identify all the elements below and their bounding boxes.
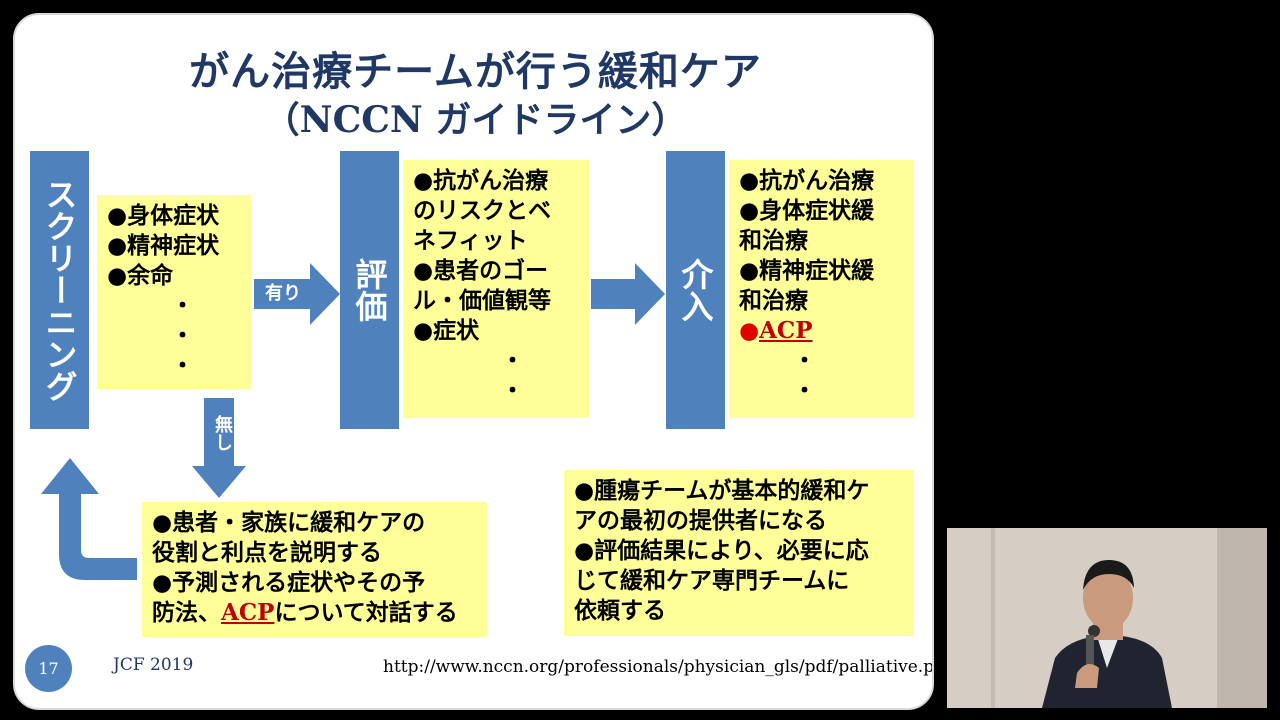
list-item-text: について対話する (274, 599, 458, 626)
list-item: ●身体症状緩 (739, 197, 875, 224)
acp-link[interactable]: ACP (759, 317, 813, 344)
intervention-items-box: ●抗がん治療 ●身体症状緩 和治療 ●精神症状緩 和治療 ●ACP ・ ・ (729, 160, 914, 418)
list-item: ・ (171, 352, 194, 379)
list-item: ・ (171, 292, 194, 319)
list-item: ル・価値観等 (413, 287, 551, 314)
list-item: 和治療 (739, 227, 808, 254)
screening-items-box: ●身体症状 ●精神症状 ●余命 ・ ・ ・ (97, 195, 251, 389)
slide-subtitle: （NCCN ガイドライン） (263, 99, 688, 141)
list-item: ●精神症状 (107, 232, 220, 259)
footer-label: JCF 2019 (113, 655, 194, 675)
patient-family-box: ●患者・家族に緩和ケアの 役割と利点を説明する ●予測される症状やその予 防法、… (142, 502, 487, 637)
speaker-figure-icon (947, 528, 1267, 708)
red-bullet-icon: ● (739, 317, 760, 344)
list-item: ●身体症状 (107, 202, 220, 229)
list-item: ●評価結果により、必要に応 (574, 537, 869, 564)
arrow-yes-label: 有り (265, 283, 301, 304)
list-item: ●予測される症状やその予 (152, 569, 426, 596)
list-item: のリスクとベ (413, 197, 551, 224)
list-item: ・ (171, 322, 194, 349)
list-item: ●余命 (107, 262, 174, 289)
evaluation-items-box: ●抗がん治療 のリスクとベ ネフィット ●患者のゴー ル・価値観等 ●症状 ・ … (403, 160, 589, 418)
list-item: 防法、ACPについて対話する (152, 598, 477, 628)
list-item: ●抗がん治療 (739, 167, 875, 194)
list-item: ●患者のゴー (413, 257, 549, 284)
arrow-no (192, 398, 246, 498)
list-item: 役割と利点を説明する (152, 539, 382, 566)
slide-title: がん治療チームが行う緩和ケア (189, 48, 762, 95)
list-item: ・ (793, 347, 816, 374)
list-item: ●患者・家族に緩和ケアの (152, 509, 426, 536)
list-item: 和治療 (739, 287, 808, 314)
list-item: じて緩和ケア専門チームに (574, 567, 850, 594)
list-item: ・ (501, 377, 524, 404)
evaluation-label: 評価 (350, 258, 389, 322)
intervention-label: 介入 (676, 258, 715, 322)
presentation-slide: がん治療チームが行う緩和ケア （NCCN ガイドライン） スクリーニング ●身体… (13, 13, 934, 710)
evaluation-bar: 評価 (340, 151, 399, 429)
source-url[interactable]: http://www.nccn.org/professionals/physic… (383, 657, 934, 677)
oncology-team-box: ●腫瘍チームが基本的緩和ケ アの最初の提供者になる ●評価結果により、必要に応 … (564, 470, 914, 636)
list-item-acp: ●ACP (739, 316, 904, 346)
screening-label: スクリーニング (40, 178, 79, 402)
page-number: 17 (25, 645, 72, 692)
arrow-to-intervention (591, 263, 665, 325)
list-item: ●腫瘍チームが基本的緩和ケ (574, 477, 870, 504)
intervention-bar: 介入 (666, 151, 725, 429)
loop-back-arrow (41, 458, 137, 580)
acp-link[interactable]: ACP (221, 599, 275, 626)
list-item: 依頼する (574, 597, 666, 624)
list-item: ・ (501, 347, 524, 374)
list-item: アの最初の提供者になる (574, 507, 827, 534)
list-item: ・ (793, 377, 816, 404)
speaker-video (947, 528, 1267, 708)
arrow-yes (254, 263, 340, 325)
list-item: ●精神症状緩 (739, 257, 875, 284)
list-item: ●症状 (413, 317, 480, 344)
list-item-text: 防法、 (152, 599, 221, 626)
list-item: ネフィット (413, 227, 528, 254)
screening-bar: スクリーニング (30, 151, 89, 429)
list-item: ●抗がん治療 (413, 167, 549, 194)
arrow-no-label: 無し (212, 415, 233, 451)
